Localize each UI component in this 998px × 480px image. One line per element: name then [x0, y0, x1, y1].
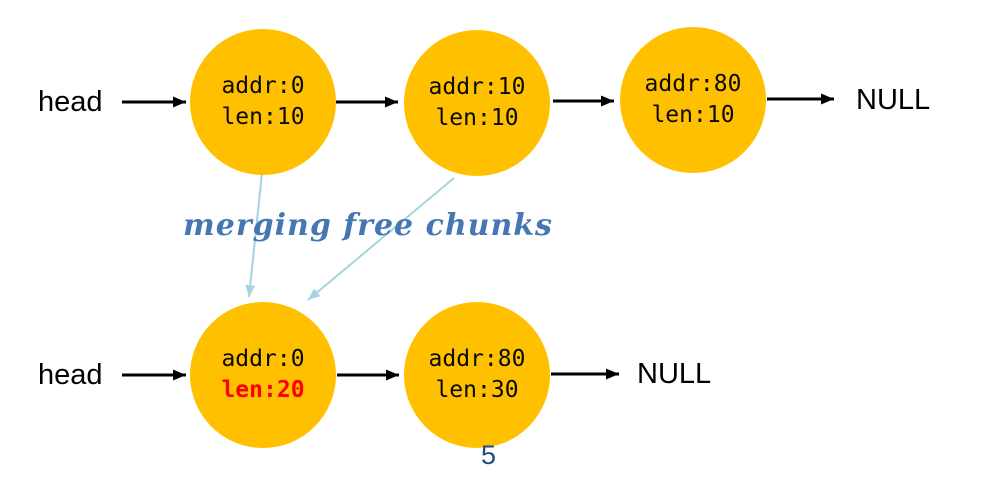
chunk-addr: addr:10	[428, 74, 526, 100]
merge-arrow-left	[245, 172, 263, 298]
page-number: 5	[481, 440, 497, 470]
null-label-top: NULL	[856, 84, 931, 116]
chunk-addr: addr:80	[428, 346, 526, 372]
chunk-node-top-3: addr:80 len:10	[620, 27, 766, 173]
chunk-node-top-2: addr:10 len:10	[404, 30, 550, 176]
head-label-bottom: head	[38, 359, 103, 391]
chunk-addr: addr:0	[221, 73, 305, 99]
chunk-addr: addr:0	[221, 346, 305, 372]
null-label-bottom: NULL	[637, 358, 712, 390]
chunk-node-bottom-1: addr:0 len:20	[190, 302, 336, 448]
merge-arrow-right	[307, 177, 455, 301]
chunk-addr: addr:80	[644, 71, 742, 97]
chunk-node-top-1: addr:0 len:10	[190, 29, 336, 175]
head-label-top: head	[38, 86, 103, 118]
chunk-node-bottom-2: addr:80 len:30	[404, 302, 550, 448]
chunk-len: len:10	[435, 105, 519, 131]
chunk-len: len:10	[221, 104, 305, 130]
merge-annotation: merging free chunks	[183, 208, 553, 243]
chunk-len: len:10	[651, 102, 735, 128]
chunk-len-highlighted: len:20	[221, 377, 305, 403]
chunk-len: len:30	[435, 377, 519, 403]
